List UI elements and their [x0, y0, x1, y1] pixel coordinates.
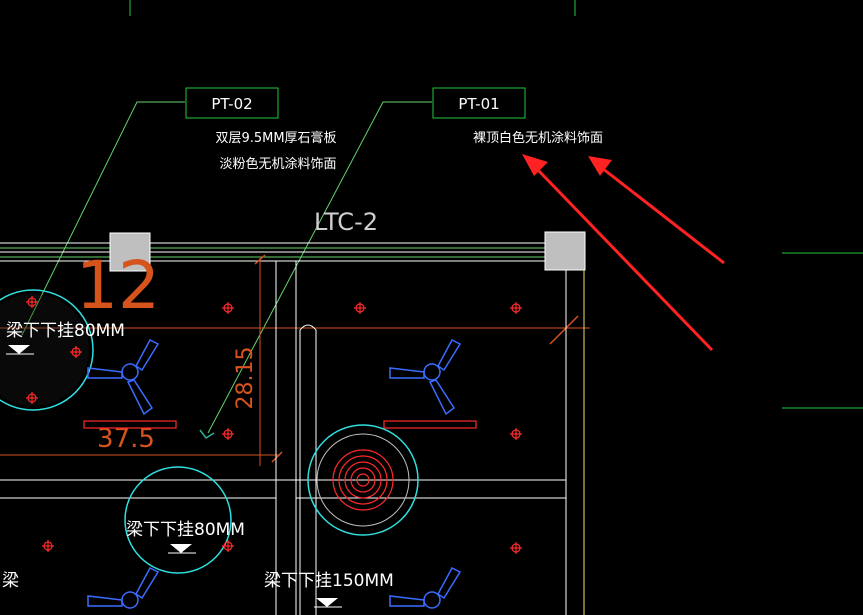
exhaust-diffuser [307, 424, 419, 536]
ltc-label: LTC-2 [314, 208, 378, 236]
ceiling-fan-3 [87, 567, 160, 609]
ceiling-fan-2 [389, 339, 462, 416]
round-ceiling-lamp-left [0, 289, 94, 411]
vertical-dimension-text: 28.15 [233, 347, 258, 410]
column-left [109, 232, 151, 272]
pt01-leader-line [207, 101, 432, 434]
pt02-note-line2: 淡粉色无机涂料饰面 [219, 156, 336, 172]
beam-marker-150 [316, 598, 338, 607]
light-track [0, 242, 580, 262]
red-arrow-1 [522, 154, 714, 352]
downlight-markers [26, 296, 522, 554]
ceiling-grid [0, 261, 585, 615]
ceiling-fan-1 [87, 339, 160, 416]
pt01-tag[interactable]: PT-01 [432, 87, 526, 119]
pt01-tag-text: PT-01 [458, 95, 499, 113]
red-arrow-2 [588, 156, 725, 265]
pt02-note-line1: 双层9.5MM厚石膏板 [215, 130, 336, 146]
dim-tick-bottom [271, 451, 283, 463]
pt02-tag[interactable]: PT-02 [185, 87, 279, 119]
ceiling-fan-4 [389, 567, 462, 609]
dim-tick-right [549, 315, 579, 345]
pt02-tag-text: PT-02 [211, 95, 252, 113]
dim-tick-top [254, 254, 266, 265]
room-number-12: 12 [76, 247, 160, 324]
beam-note-left: 梁下下挂80MM [6, 321, 125, 341]
beam-word-left: 梁 [2, 571, 19, 591]
leader-end-mark [199, 429, 215, 440]
horizontal-dimension-text: 37.5 [97, 424, 155, 454]
linear-vent-left [83, 420, 177, 429]
beam-note-150: 梁下下挂150MM [264, 571, 394, 591]
beam-note-mid: 梁下下挂80MM [126, 520, 245, 540]
round-ceiling-lamp-mid [124, 466, 232, 574]
beam-marker-left [8, 345, 30, 354]
column-right [544, 231, 586, 271]
linear-vent-right [383, 420, 477, 429]
pt01-note-line1: 裸顶白色无机涂料饰面 [473, 130, 603, 146]
beam-marker-mid [170, 544, 192, 553]
